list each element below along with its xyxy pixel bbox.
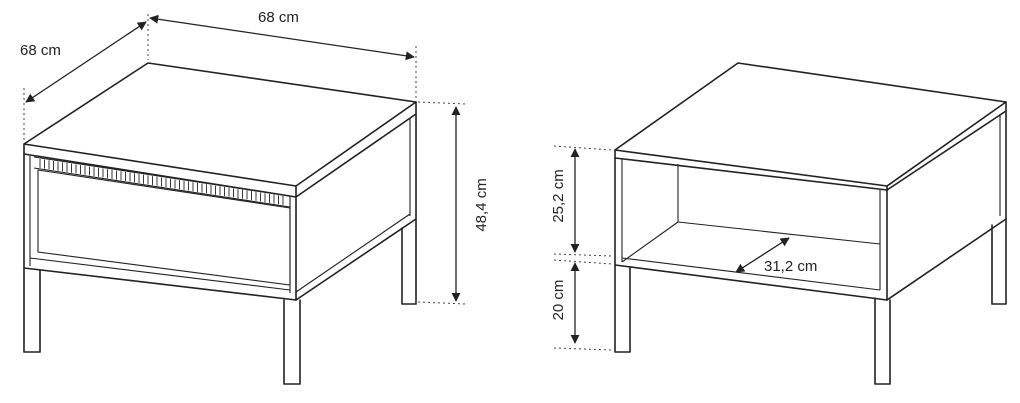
- width-dimension-arrow: [149, 14, 415, 61]
- left-dimension-lines: [23, 14, 467, 305]
- shelf-depth-label: 31,2 cm: [764, 258, 817, 275]
- table-with-drawer: [23, 62, 417, 385]
- table-top-surface: [23, 62, 417, 187]
- table-front-panel: [23, 153, 297, 301]
- table-top-edge: [23, 101, 417, 198]
- opening-height-label: 25,2 cm: [550, 169, 567, 222]
- shelf-table-top-edge: [614, 101, 1007, 191]
- depth-dimension-arrow: [25, 21, 147, 103]
- leg-height-label: 20 cm: [550, 280, 567, 321]
- shelf-table-legs: [614, 218, 1007, 385]
- shelf-table-side-panel: [886, 110, 1007, 301]
- height-label: 48,4 cm: [473, 178, 490, 231]
- table-side-panel: [295, 113, 417, 301]
- right-dimension-lines: [553, 145, 790, 351]
- shelf-depth-arrow: [735, 237, 790, 273]
- table-legs: [23, 218, 417, 385]
- fluted-strip: [33, 156, 291, 208]
- depth-label: 68 cm: [20, 42, 61, 59]
- shelf-table-top-surface: [614, 62, 1007, 187]
- drawer-front: [37, 169, 291, 286]
- width-label: 68 cm: [258, 9, 299, 26]
- table-open-shelf: [614, 62, 1007, 385]
